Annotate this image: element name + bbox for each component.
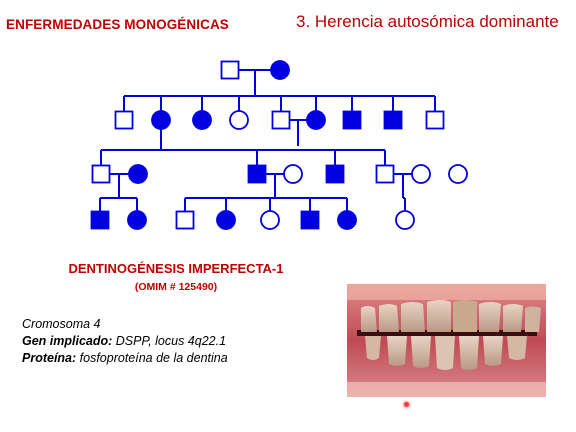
teeth-photo	[347, 284, 546, 397]
affected-female-symbol	[151, 110, 171, 130]
affected-female-symbol	[216, 210, 236, 230]
affected-male-symbol	[247, 164, 267, 184]
unaffected-male-symbol	[91, 164, 111, 184]
pedigree-chart	[90, 60, 468, 230]
unaffected-male-symbol	[175, 210, 195, 230]
affected-male-symbol	[342, 110, 362, 130]
unaffected-male-symbol	[425, 110, 445, 130]
chromosome-line: Cromosoma 4	[22, 317, 101, 331]
affected-female-symbol	[270, 60, 290, 80]
protein-value: fosfoproteína de la dentina	[76, 351, 228, 365]
unaffected-male-symbol	[220, 60, 240, 80]
unaffected-female-symbol	[283, 164, 303, 184]
affected-male-symbol	[383, 110, 403, 130]
gene-info: Cromosoma 4 Gen implicado: DSPP, locus 4…	[22, 316, 228, 367]
affected-female-symbol	[337, 210, 357, 230]
affected-female-symbol	[127, 210, 147, 230]
gene-label: Gen implicado:	[22, 334, 113, 348]
unaffected-female-symbol	[448, 164, 468, 184]
unaffected-female-symbol	[229, 110, 249, 130]
protein-line: Proteína: fosfoproteína de la dentina	[22, 350, 228, 367]
affected-male-symbol	[325, 164, 345, 184]
affected-female-symbol	[128, 164, 148, 184]
gene-line: Gen implicado: DSPP, locus 4q22.1	[22, 333, 228, 350]
unaffected-male-symbol	[114, 110, 134, 130]
affected-female-symbol	[192, 110, 212, 130]
gene-value: DSPP, locus 4q22.1	[112, 334, 227, 348]
unaffected-male-symbol	[271, 110, 291, 130]
unaffected-female-symbol	[260, 210, 280, 230]
unaffected-female-symbol	[411, 164, 431, 184]
slide-title: 3. Herencia autosómica dominante	[296, 12, 559, 31]
affected-male-symbol	[90, 210, 110, 230]
protein-label: Proteína:	[22, 351, 77, 365]
section-title: ENFERMEDADES MONOGÉNICAS	[6, 17, 229, 32]
affected-male-symbol	[300, 210, 320, 230]
disease-name: DENTINOGÉNESIS IMPERFECTA-1	[68, 261, 284, 276]
laser-pointer-dot	[404, 402, 409, 407]
affected-female-symbol	[306, 110, 326, 130]
omim-number: (OMIM # 125490)	[134, 281, 218, 293]
unaffected-female-symbol	[395, 210, 415, 230]
unaffected-male-symbol	[375, 164, 395, 184]
